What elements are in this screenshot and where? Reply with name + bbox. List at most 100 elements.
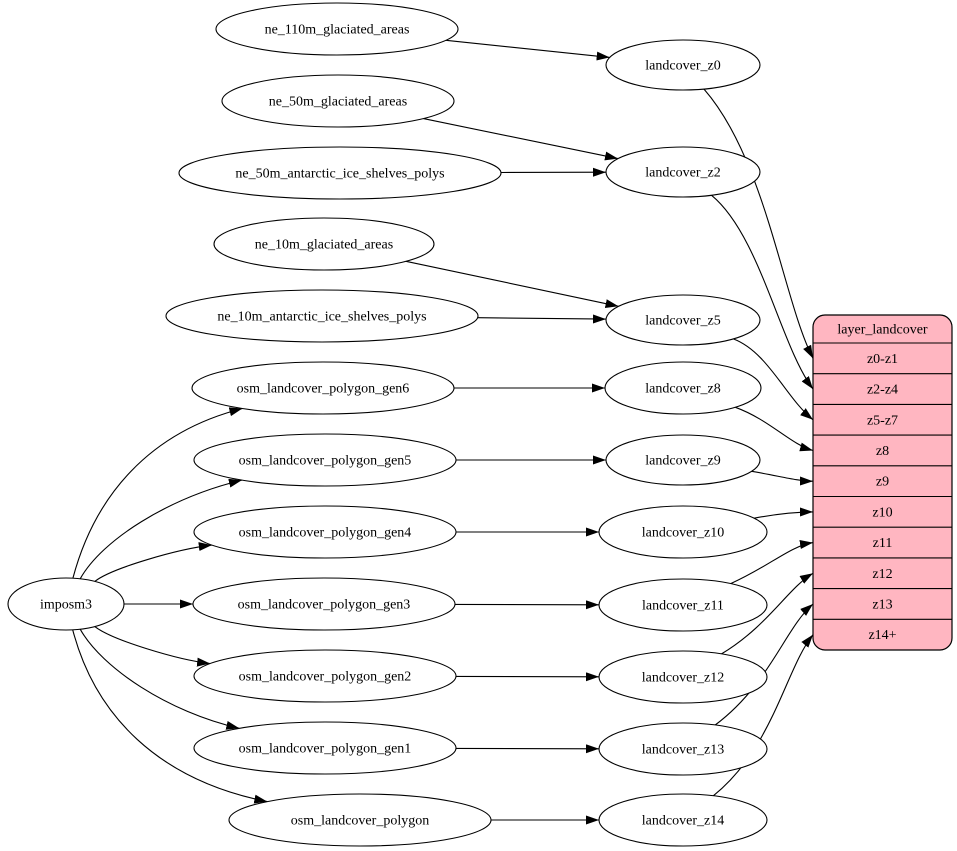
node-label: landcover_z10 (642, 526, 724, 541)
node-label: ne_110m_glaciated_areas (265, 23, 410, 38)
node-landcover_z0: landcover_z0 (605, 39, 761, 91)
node-osm_landcover_polygon_gen6: osm_landcover_polygon_gen6 (191, 361, 455, 415)
node-landcover_z14: landcover_z14 (598, 793, 768, 847)
table-row-label: z13 (872, 598, 892, 613)
node-label: imposm3 (40, 598, 92, 613)
edge-landcover_z0-to-layer_landcover-z0-z1 (703, 88, 814, 359)
node-ellipse (605, 294, 761, 346)
node-ellipse (605, 434, 761, 486)
node-imposm3: imposm3 (7, 577, 125, 631)
node-ellipse (213, 217, 435, 271)
node-landcover_z5: landcover_z5 (605, 294, 761, 346)
node-label: osm_landcover_polygon_gen2 (239, 670, 412, 685)
node-label: landcover_z12 (642, 671, 724, 686)
edge-imposm3-to-osm_landcover_polygon (72, 629, 268, 804)
edge-landcover_z13-to-layer_landcover-z13 (714, 603, 814, 726)
node-ne_10m_antarctic_ice_shelves_polys: ne_10m_antarctic_ice_shelves_polys (165, 289, 479, 343)
node-label: osm_landcover_polygon_gen3 (238, 598, 411, 613)
node-ellipse (605, 146, 761, 198)
node-osm_landcover_polygon_gen1: osm_landcover_polygon_gen1 (193, 721, 457, 775)
node-label: landcover_z13 (642, 743, 724, 758)
edge-imposm3-to-osm_landcover_polygon_gen2 (94, 626, 211, 667)
node-ellipse (598, 722, 768, 776)
table-row-label: z8 (876, 444, 889, 459)
table-row-label: z12 (872, 567, 892, 582)
node-label: landcover_z9 (645, 454, 720, 469)
node-osm_landcover_polygon_gen5: osm_landcover_polygon_gen5 (193, 433, 457, 487)
table-layer_landcover: layer_landcover z0-z1 z2-z4 z5-z7 z8 z9 z10 z11… (812, 314, 953, 651)
node-ellipse (193, 433, 457, 487)
node-label: landcover_z14 (642, 814, 724, 829)
node-landcover_z11: landcover_z11 (598, 578, 768, 632)
node-osm_landcover_polygon_gen3: osm_landcover_polygon_gen3 (192, 577, 456, 631)
node-label: landcover_z0 (645, 59, 720, 74)
table-row-label: z10 (872, 505, 892, 520)
node-label: landcover_z2 (645, 166, 720, 181)
node-ellipse (192, 577, 456, 631)
node-osm_landcover_polygon_gen4: osm_landcover_polygon_gen4 (193, 505, 457, 559)
node-ellipse (598, 505, 768, 559)
edge-ne_10m_antarctic_ice_shelves_polys-to-landcover_z5 (477, 314, 607, 324)
node-landcover_z9: landcover_z9 (605, 434, 761, 486)
node-label: osm_landcover_polygon_gen6 (237, 382, 410, 397)
edge-imposm3-to-osm_landcover_polygon_gen6 (72, 407, 243, 579)
node-label: osm_landcover_polygon_gen1 (239, 742, 412, 757)
edge-imposm3-to-osm_landcover_polygon_gen1 (79, 628, 240, 730)
edge-landcover_z8-to-layer_landcover-z8 (735, 406, 814, 452)
edge-landcover_z2-to-layer_landcover-z2-z4 (711, 194, 814, 390)
node-landcover_z12: landcover_z12 (598, 650, 768, 704)
node-ellipse (178, 146, 502, 200)
node-ellipse (598, 650, 768, 704)
edge-ne_10m_glaciated_areas-to-landcover_z5 (405, 260, 619, 309)
node-ellipse (598, 793, 768, 847)
edge-imposm3-to-osm_landcover_polygon_gen4 (94, 542, 212, 582)
node-landcover_z2: landcover_z2 (605, 146, 761, 198)
node-ellipse (215, 2, 459, 56)
node-osm_landcover_polygon: osm_landcover_polygon (228, 793, 492, 847)
node-ellipse (228, 793, 492, 847)
node-landcover_z13: landcover_z13 (598, 722, 768, 776)
table-row-label: z11 (873, 536, 893, 551)
node-ellipse (165, 289, 479, 343)
edge-landcover_z5-to-layer_landcover-z5-z7 (733, 338, 814, 421)
node-ne_110m_glaciated_areas: ne_110m_glaciated_areas (215, 2, 459, 56)
table-title: layer_landcover (837, 323, 928, 338)
node-ne_50m_glaciated_areas: ne_50m_glaciated_areas (221, 74, 455, 128)
table-row-label: z5-z7 (867, 413, 898, 428)
edge-landcover_z11-to-layer_landcover-z11 (730, 540, 814, 585)
node-ellipse (193, 505, 457, 559)
edge-landcover_z9-to-layer_landcover-z9 (751, 470, 814, 486)
table-outline (812, 314, 953, 651)
node-label: ne_50m_glaciated_areas (269, 95, 407, 110)
table-row-label: z0-z1 (867, 352, 898, 367)
node-ellipse (604, 361, 762, 415)
table-row-label: z14+ (868, 628, 896, 643)
node-label: osm_landcover_polygon_gen4 (239, 526, 412, 541)
edge-landcover_z12-to-layer_landcover-z12 (721, 572, 814, 655)
node-label: ne_50m_antarctic_ice_shelves_polys (235, 167, 444, 182)
table-row-label: z9 (876, 475, 889, 490)
node-ellipse (221, 74, 455, 128)
node-label: osm_landcover_polygon_gen5 (239, 454, 412, 469)
node-ne_10m_glaciated_areas: ne_10m_glaciated_areas (213, 217, 435, 271)
node-ellipse (193, 721, 457, 775)
node-landcover_z10: landcover_z10 (598, 505, 768, 559)
node-ellipse (193, 649, 457, 703)
node-label: landcover_z5 (645, 314, 720, 329)
edge-ne_50m_glaciated_areas-to-landcover_z2 (423, 118, 619, 161)
node-ne_50m_antarctic_ice_shelves_polys: ne_50m_antarctic_ice_shelves_polys (178, 146, 502, 200)
node-landcover_z8: landcover_z8 (604, 361, 762, 415)
node-label: ne_10m_glaciated_areas (255, 238, 393, 253)
node-label: landcover_z11 (642, 599, 724, 614)
edge-landcover_z10-to-layer_landcover-z10 (754, 507, 814, 519)
edge-landcover_z14-to-layer_landcover-z14+ (712, 634, 814, 797)
node-label: landcover_z8 (645, 382, 720, 397)
node-ellipse (191, 361, 455, 415)
node-ellipse (598, 578, 768, 632)
table-row-label: z2-z4 (867, 383, 898, 398)
nodes-layer: imposm3 ne_110m_glaciated_areas ne_50m_gla… (7, 2, 768, 847)
node-osm_landcover_polygon_gen2: osm_landcover_polygon_gen2 (193, 649, 457, 703)
edges-layer (72, 39, 814, 825)
